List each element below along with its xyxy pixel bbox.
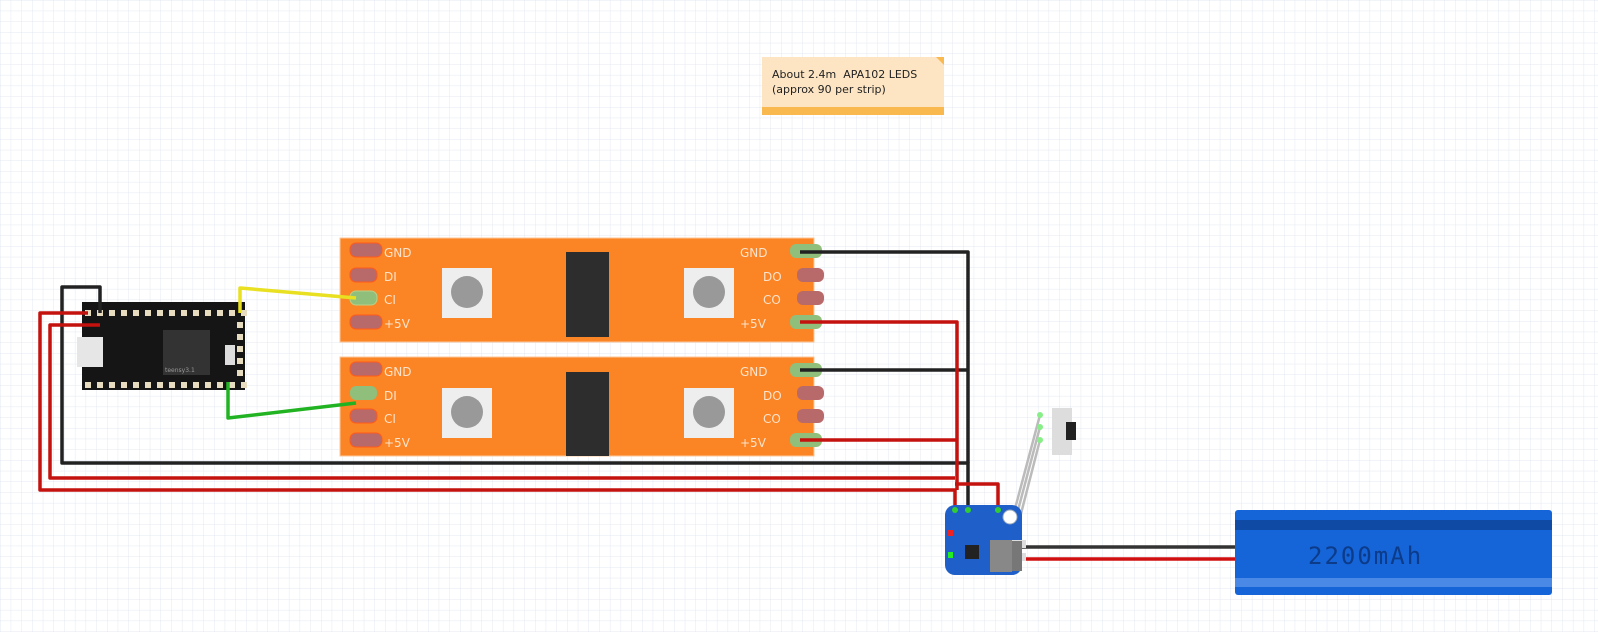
header-pin[interactable]: [109, 310, 115, 316]
header-pin[interactable]: [145, 382, 151, 388]
led-strip-1[interactable]: GND DI CI +5V GND DO CO +5V: [339, 237, 824, 343]
led-chip: [684, 268, 734, 318]
header-pin[interactable]: [169, 310, 175, 316]
wire-red: [955, 482, 1000, 510]
note-fold: [936, 57, 944, 65]
header-pin[interactable]: [241, 310, 247, 316]
header-pin[interactable]: [205, 382, 211, 388]
header-pin[interactable]: [237, 370, 243, 376]
led-red: [948, 530, 953, 536]
pin-label: +5V: [740, 317, 767, 331]
note-bar: [762, 107, 944, 115]
battery[interactable]: 2200mAh: [1235, 510, 1552, 595]
wire-red: [38, 311, 957, 510]
wire-black: [800, 250, 970, 463]
header-pin[interactable]: [97, 382, 103, 388]
pin-label: GND: [384, 246, 412, 260]
wire-red: [48, 323, 955, 480]
header-pins: [85, 310, 247, 388]
pin-label: GND: [740, 246, 768, 260]
header-pin[interactable]: [109, 382, 115, 388]
battery-label: 2200mAh: [1308, 542, 1423, 570]
wire-black: [60, 285, 970, 510]
led-chip: [442, 388, 492, 438]
led-chip: [684, 388, 734, 438]
pin-label: DI: [384, 389, 397, 403]
usb-port: [77, 337, 103, 367]
header-pin[interactable]: [217, 382, 223, 388]
header-pin[interactable]: [217, 310, 223, 316]
header-pin[interactable]: [229, 310, 235, 316]
header-pin[interactable]: [229, 382, 235, 388]
board-label: teensy3.1: [165, 367, 195, 374]
note-line-2: (approx 90 per strip): [772, 83, 886, 96]
led-chip: [442, 268, 492, 318]
wires: [38, 250, 1236, 561]
jst-connector: [1010, 541, 1022, 571]
header-pin[interactable]: [133, 382, 139, 388]
pin-label: CI: [384, 412, 396, 426]
header-pin[interactable]: [237, 322, 243, 328]
pin-label: DI: [384, 270, 397, 284]
header-pin[interactable]: [181, 310, 187, 316]
note-text: About 2.4m APA102 LEDS (approx 90 per st…: [772, 67, 917, 97]
wire-yellow: [238, 286, 357, 313]
header-pin[interactable]: [193, 382, 199, 388]
wire-red: [800, 320, 959, 490]
header-pin[interactable]: [157, 382, 163, 388]
teensy-board[interactable]: teensy3.1: [77, 302, 247, 390]
reset-button: [225, 345, 235, 365]
pin-label: GND: [740, 365, 768, 379]
header-pin[interactable]: [205, 310, 211, 316]
header-pin[interactable]: [241, 382, 247, 388]
header-pin[interactable]: [237, 334, 243, 340]
pin-label: +5V: [384, 436, 411, 450]
slide-switch[interactable]: [1037, 408, 1076, 455]
pin-label: DO: [763, 389, 782, 403]
driver-ic: [566, 372, 609, 456]
header-pin[interactable]: [121, 310, 127, 316]
pin-label: +5V: [740, 436, 767, 450]
pin-label: CI: [384, 293, 396, 307]
pin-label: CO: [763, 293, 781, 307]
header-pin[interactable]: [237, 358, 243, 364]
driver-ic: [566, 252, 609, 337]
wire-green: [226, 382, 357, 420]
header-pin[interactable]: [237, 346, 243, 352]
pin-label: DO: [763, 270, 782, 284]
header-pin[interactable]: [181, 382, 187, 388]
header-pin[interactable]: [169, 382, 175, 388]
pin-label: CO: [763, 412, 781, 426]
pin-label: +5V: [384, 317, 411, 331]
header-pin[interactable]: [157, 310, 163, 316]
left-pads: [349, 242, 383, 330]
header-pin[interactable]: [193, 310, 199, 316]
header-pin[interactable]: [121, 382, 127, 388]
led-green: [948, 552, 953, 558]
charger-board[interactable]: [945, 505, 1026, 575]
note[interactable]: About 2.4m APA102 LEDS (approx 90 per st…: [762, 57, 944, 115]
header-pin[interactable]: [145, 310, 151, 316]
header-pin[interactable]: [133, 310, 139, 316]
led-strip-2[interactable]: GND DI CI +5V GND DO CO +5V: [339, 356, 824, 457]
header-pin[interactable]: [85, 382, 91, 388]
note-line-1: About 2.4m APA102 LEDS: [772, 68, 918, 81]
pin-label: GND: [384, 365, 412, 379]
